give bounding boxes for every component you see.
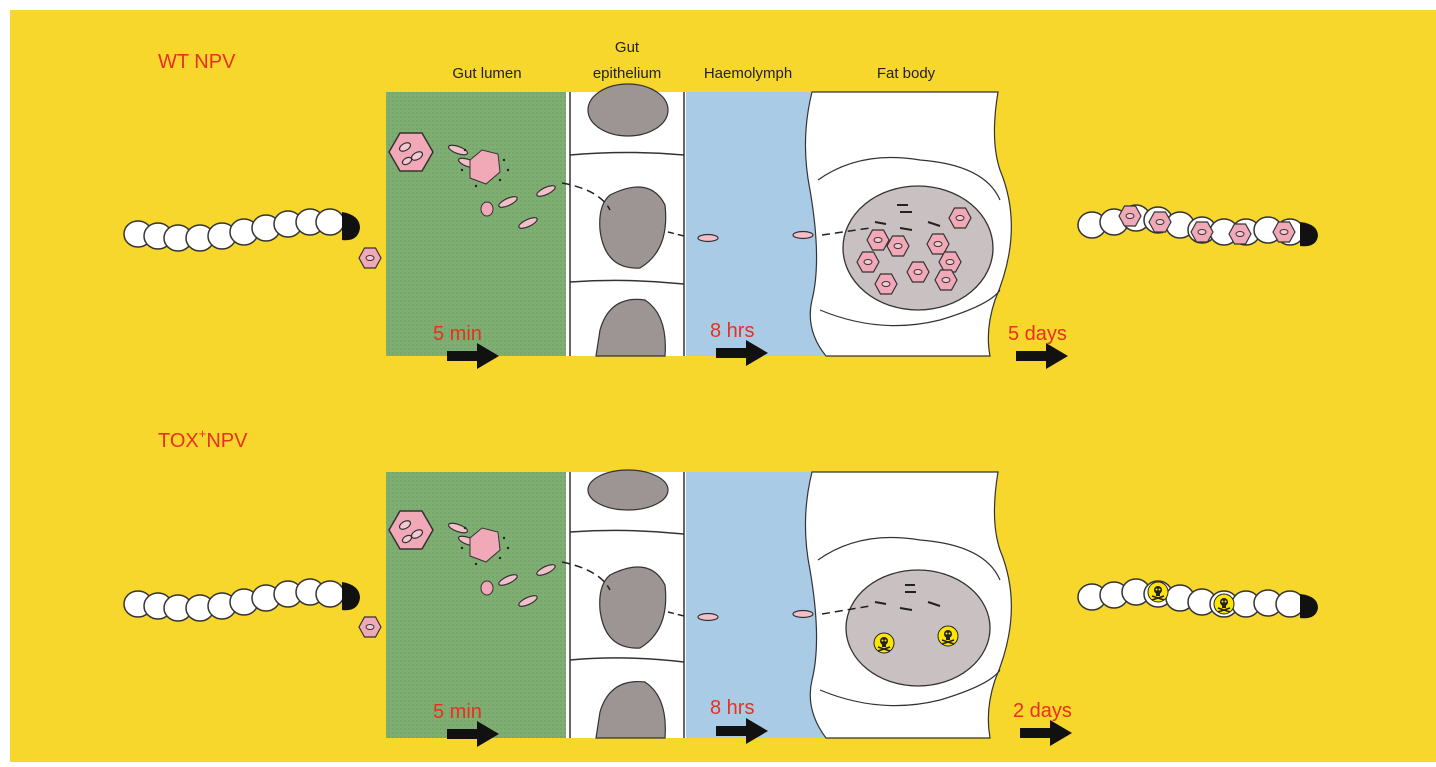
polyhedron-icon [359, 248, 381, 268]
row-title-wt: WT NPV [158, 51, 236, 73]
time-label: 8 hrs [710, 697, 754, 719]
skull-crossbones-icon [1148, 582, 1168, 602]
gut-lumen-region [386, 92, 572, 356]
header-gut-epithelium-line1: Gut [615, 39, 640, 56]
haemolymph-region [686, 472, 826, 738]
time-label: 5 days [1008, 323, 1067, 345]
header-fat-body: Fat body [877, 65, 936, 82]
polyhedron-icon [359, 617, 381, 637]
header-gut-epithelium-line2: epithelium [593, 65, 661, 82]
time-label: 8 hrs [710, 320, 754, 342]
fat-body-nucleus [843, 186, 993, 310]
nucleus [588, 470, 668, 510]
time-label: 5 min [433, 701, 482, 723]
time-label: 5 min [433, 323, 482, 345]
time-label: 2 days [1013, 700, 1072, 722]
haemolymph-region [686, 92, 826, 356]
header-haemolymph: Haemolymph [704, 65, 792, 82]
nucleus [588, 84, 668, 136]
skull-crossbones-icon [938, 626, 958, 646]
skull-crossbones-icon [1214, 594, 1234, 614]
header-gut-lumen: Gut lumen [452, 65, 521, 82]
fat-body-nucleus [846, 570, 990, 686]
skull-crossbones-icon [874, 633, 894, 653]
